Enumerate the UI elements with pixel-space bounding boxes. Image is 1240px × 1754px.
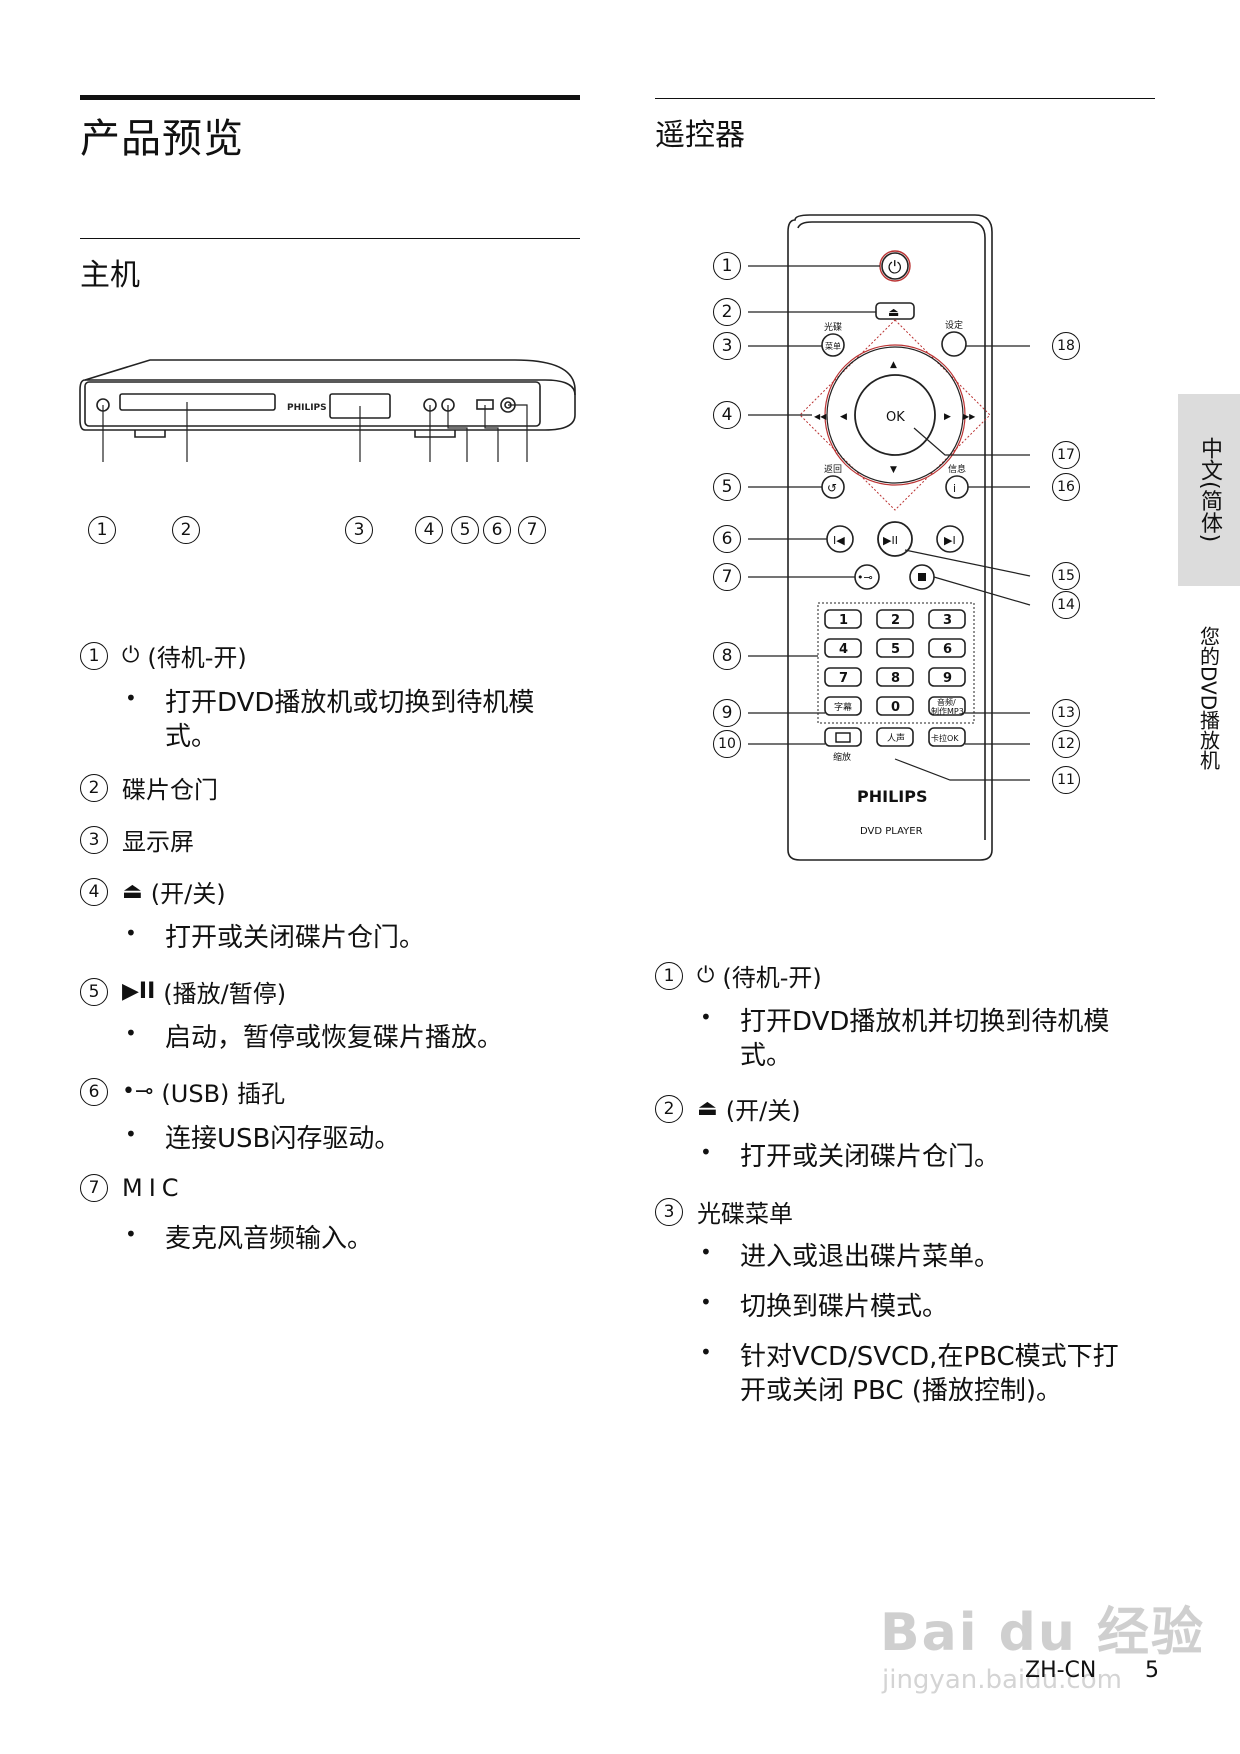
callout-6: 6 xyxy=(483,516,511,544)
remote-brand-label: PHILIPS xyxy=(857,787,927,806)
section-title-remote: 遥控器 xyxy=(655,118,745,153)
remote-callout-17: 17 xyxy=(1052,441,1080,469)
remote-callout-16: 16 xyxy=(1052,473,1080,501)
svg-text:1: 1 xyxy=(839,613,848,628)
left-item-5: 5 ▶II (播放/暂停) xyxy=(80,974,286,1009)
svg-text:•⊸: •⊸ xyxy=(857,571,873,584)
left-item-3: 3 显示屏 xyxy=(80,822,194,857)
remote-callout-2: 2 xyxy=(713,298,741,326)
callout-3: 3 xyxy=(345,516,373,544)
svg-text:菜单: 菜单 xyxy=(825,341,841,351)
svg-text:字幕: 字幕 xyxy=(834,701,852,713)
svg-text:2: 2 xyxy=(891,613,900,628)
svg-text:0: 0 xyxy=(891,700,900,715)
side-tab-language[interactable]: 中文(简体) xyxy=(1178,394,1240,586)
remote-illustration: ⏻ ⏏ 光碟 菜单 设定 OK ▲ ▼ ◀ ▶ ◀◀ ▶▶ 返回 ↺ 信息 i … xyxy=(748,214,1031,861)
svg-text:制作MP3: 制作MP3 xyxy=(931,706,964,716)
remote-callout-6: 6 xyxy=(713,525,741,553)
svg-text:▲: ▲ xyxy=(890,360,897,370)
callout-4: 4 xyxy=(415,516,443,544)
watermark-url: jingyan.baidu.com xyxy=(882,1665,1122,1695)
power-icon: ⏻ xyxy=(122,643,140,668)
svg-text:7: 7 xyxy=(839,671,848,686)
left-item-7: 7 MIC xyxy=(80,1174,185,1202)
remote-callout-1: 1 xyxy=(713,252,741,280)
remote-eject-icon: ⏏ xyxy=(888,305,899,319)
right-item-2: 2 ⏏ (开/关) xyxy=(655,1091,801,1126)
remote-callout-7: 7 xyxy=(713,563,741,591)
remote-callout-14: 14 xyxy=(1052,591,1080,619)
svg-text:人声: 人声 xyxy=(887,732,905,744)
svg-text:▶I: ▶I xyxy=(944,534,956,547)
svg-text:4: 4 xyxy=(839,642,848,657)
remote-callout-3: 3 xyxy=(713,332,741,360)
right-item-3: 3 光碟菜单 xyxy=(655,1194,793,1229)
svg-text:▼: ▼ xyxy=(890,465,897,475)
svg-text:◀: ◀ xyxy=(840,412,847,422)
remote-callout-8: 8 xyxy=(713,642,741,670)
title-rule xyxy=(80,95,580,100)
left-item-2: 2 碟片仓门 xyxy=(80,770,218,805)
dvd-player-illustration: PHILIPS xyxy=(79,359,576,462)
remote-callout-4: 4 xyxy=(713,401,741,429)
svg-text:i: i xyxy=(953,482,956,495)
svg-text:5: 5 xyxy=(891,642,900,657)
callout-7: 7 xyxy=(518,516,546,544)
svg-text:6: 6 xyxy=(943,642,952,657)
section-title-main-unit: 主机 xyxy=(80,258,140,293)
svg-text:光碟: 光碟 xyxy=(824,321,842,333)
svg-text:设定: 设定 xyxy=(945,319,963,331)
remote-callout-12: 12 xyxy=(1052,730,1080,758)
remote-callout-9: 9 xyxy=(713,699,741,727)
remote-ok-label: OK xyxy=(886,410,905,425)
usb-icon: •⊸ xyxy=(122,1079,154,1104)
callout-5: 5 xyxy=(451,516,479,544)
remote-title-rule xyxy=(655,98,1155,99)
watermark-logo: Bai du 经验 xyxy=(880,1603,1205,1663)
remote-callout-18: 18 xyxy=(1052,332,1080,360)
remote-model-label: DVD PLAYER xyxy=(860,826,923,837)
page-title: 产品预览 xyxy=(80,116,244,162)
svg-text:返回: 返回 xyxy=(824,463,842,475)
left-item-6: 6 •⊸ (USB) 插孔 xyxy=(80,1074,285,1109)
remote-callout-10: 10 xyxy=(713,730,741,758)
svg-text:▶▶: ▶▶ xyxy=(963,412,976,421)
device-brand-label: PHILIPS xyxy=(287,403,327,413)
side-tab-product[interactable]: 您的DVD播放机 xyxy=(1196,625,1221,771)
remote-callout-13: 13 xyxy=(1052,699,1080,727)
play-pause-icon: ▶II xyxy=(122,979,156,1004)
eject-icon: ⏏ xyxy=(122,879,143,904)
svg-text:▶II: ▶II xyxy=(883,534,898,547)
footer-page-number: 5 xyxy=(1145,1658,1159,1683)
svg-text:9: 9 xyxy=(943,671,952,686)
callout-2: 2 xyxy=(172,516,200,544)
subtitle-rule xyxy=(80,238,580,239)
callout-1: 1 xyxy=(88,516,116,544)
remote-callout-11: 11 xyxy=(1052,766,1080,794)
svg-text:卡拉OK: 卡拉OK xyxy=(931,733,959,743)
svg-text:信息: 信息 xyxy=(948,463,966,475)
svg-text:音频/: 音频/ xyxy=(937,697,956,707)
svg-text:缩放: 缩放 xyxy=(833,751,851,763)
svg-text:▶: ▶ xyxy=(944,412,951,422)
svg-text:↺: ↺ xyxy=(827,481,837,495)
footer-language: ZH-CN xyxy=(1025,1658,1097,1683)
svg-text:3: 3 xyxy=(943,613,952,628)
svg-text:I◀: I◀ xyxy=(833,534,845,547)
power-icon: ⏻ xyxy=(697,963,715,988)
right-item-1: 1 ⏻ (待机-开) xyxy=(655,958,822,993)
remote-power-icon: ⏻ xyxy=(888,258,902,278)
remote-callout-5: 5 xyxy=(713,473,741,501)
svg-text:8: 8 xyxy=(891,671,900,686)
eject-icon: ⏏ xyxy=(697,1096,718,1121)
left-item-4: 4 ⏏ (开/关) xyxy=(80,874,226,909)
remote-callout-15: 15 xyxy=(1052,562,1080,590)
left-item-1: 1 ⏻ (待机-开) xyxy=(80,638,247,673)
svg-text:◀◀: ◀◀ xyxy=(814,412,827,421)
